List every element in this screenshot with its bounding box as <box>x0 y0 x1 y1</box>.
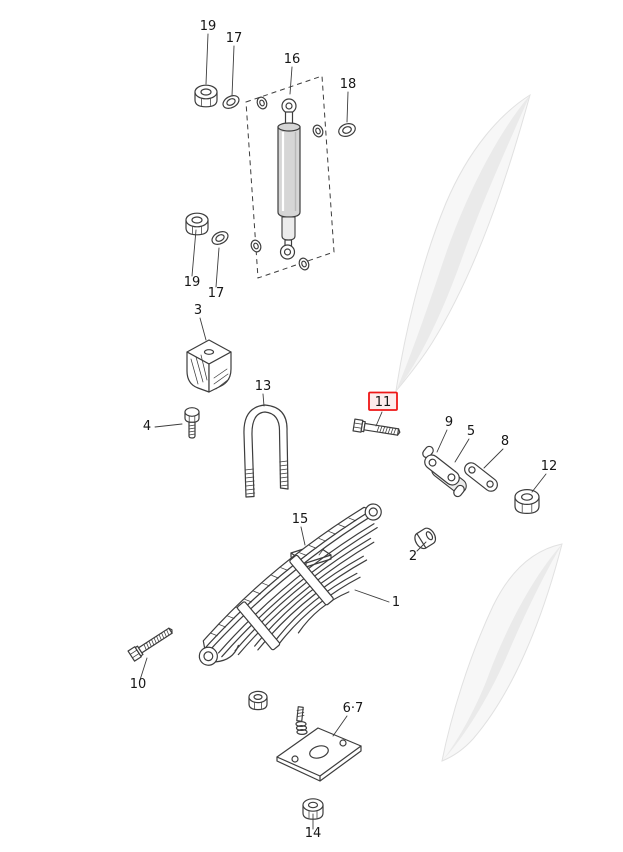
shock-absorber <box>277 98 301 260</box>
part-label-12[interactable]: 12 <box>541 459 558 474</box>
part-label-13[interactable]: 13 <box>255 379 272 394</box>
part-label-8[interactable]: 8 <box>501 434 509 449</box>
nut-small <box>248 690 268 711</box>
highlight-box <box>368 391 398 411</box>
part-label-19-top[interactable]: 19 <box>200 19 217 34</box>
part-label-10[interactable]: 10 <box>130 677 147 692</box>
shackle-link-front <box>424 454 460 486</box>
shackle-pin-bottom <box>453 484 465 498</box>
leader-lines <box>139 33 547 830</box>
nut-12 <box>514 489 540 514</box>
part-label-14[interactable]: 14 <box>305 826 322 841</box>
shock-bushing-bottom-right <box>298 257 310 271</box>
part-label-15[interactable]: 15 <box>292 512 309 527</box>
part-label-18[interactable]: 18 <box>340 77 357 92</box>
part-labels: 19 17 16 18 19 17 3 4 13 11 9 5 8 12 15 … <box>130 19 558 841</box>
watermark-swoosh-top <box>395 93 531 393</box>
bolt-10 <box>127 627 173 662</box>
u-bolt <box>243 404 289 498</box>
part-label-4[interactable]: 4 <box>143 419 151 434</box>
washer-18 <box>338 123 356 137</box>
shock-bushing-top-left <box>256 96 268 110</box>
part-label-6-7[interactable]: 6·7 <box>343 701 364 716</box>
spring-seat-plate <box>276 706 362 782</box>
part-label-5[interactable]: 5 <box>467 424 475 439</box>
washer-17-top <box>222 95 240 109</box>
shackle-plate <box>464 462 498 492</box>
center-bolt <box>295 706 308 735</box>
bolt-11 <box>352 418 401 436</box>
dashed-group-box <box>245 75 335 279</box>
part-label-19-left[interactable]: 19 <box>184 275 201 290</box>
shackle-assembly <box>422 445 498 498</box>
part-label-11-highlighted[interactable]: 11 <box>368 391 398 411</box>
part-label-3[interactable]: 3 <box>194 303 202 318</box>
bushing-2 <box>414 527 437 550</box>
part-label-2[interactable]: 2 <box>409 549 417 564</box>
nut-19-top <box>194 84 218 108</box>
nut-19-left <box>185 212 209 236</box>
part-label-9[interactable]: 9 <box>445 415 453 430</box>
spring-clip-rear <box>289 554 334 606</box>
washer-17-left <box>211 231 229 245</box>
part-label-16[interactable]: 16 <box>284 52 301 67</box>
part-label-17-left[interactable]: 17 <box>208 286 225 301</box>
leaf-spring <box>198 503 382 666</box>
part-label-1[interactable]: 1 <box>392 595 400 610</box>
spring-clip-front <box>236 601 281 651</box>
part-label-11[interactable]: 11 <box>375 395 392 410</box>
bump-stop <box>186 339 232 393</box>
watermark-swoosh-bottom <box>441 543 563 762</box>
shock-bushing-top-right <box>312 124 324 138</box>
shock-bushing-bottom-left <box>250 239 262 253</box>
part-label-17-top[interactable]: 17 <box>226 31 243 46</box>
nut-14 <box>302 798 324 820</box>
bolt-4 <box>184 407 200 439</box>
